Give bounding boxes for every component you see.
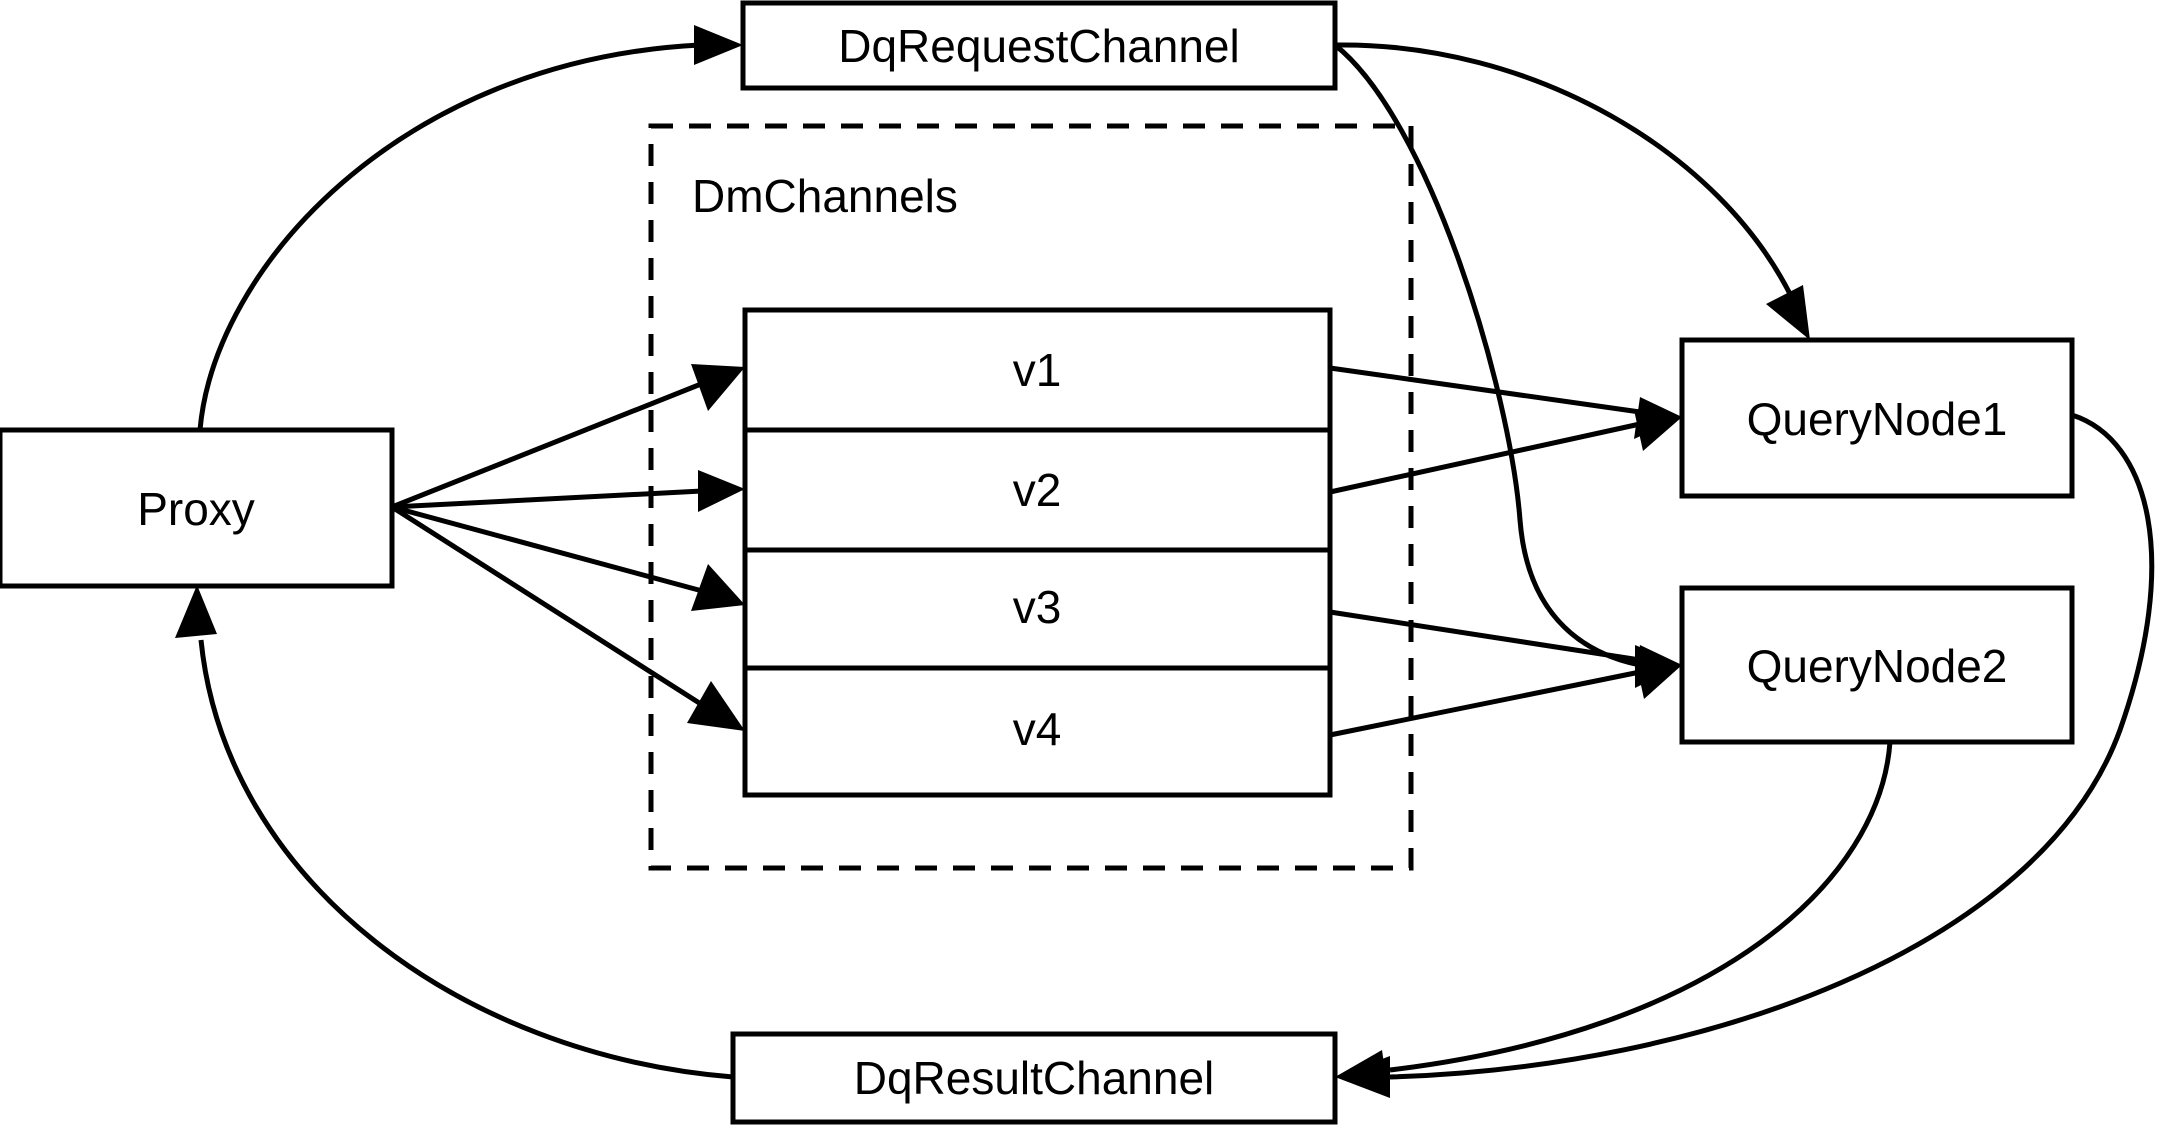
node-query-node-2[interactable]: QueryNode2 — [1679, 585, 2075, 745]
arrow-head-icon — [698, 470, 745, 512]
node-dq-result-channel[interactable]: DqResultChannel — [730, 1031, 1338, 1125]
arrow-head-icon — [175, 585, 217, 638]
edge-proxy-to-dq-request — [197, 25, 743, 431]
arrow-head-icon — [687, 681, 745, 731]
arrow-head-icon — [694, 25, 743, 65]
node-proxy-box[interactable] — [0, 427, 395, 589]
channel-slot-v3[interactable]: v3 — [1013, 581, 1062, 633]
dm-channel-stack: v1 v2 v3 v4 — [742, 307, 1333, 798]
node-query-node-2-label: QueryNode2 — [1747, 640, 2008, 692]
node-dq-request-channel-label: DqRequestChannel — [838, 20, 1240, 72]
node-query-node-1[interactable]: QueryNode1 — [1679, 337, 2075, 499]
node-query-node-2-box[interactable] — [1679, 585, 2075, 745]
channel-slot-v2[interactable]: v2 — [1013, 464, 1062, 516]
channel-slot-v1[interactable]: v1 — [1013, 344, 1062, 396]
node-dq-result-channel-label: DqResultChannel — [854, 1052, 1215, 1104]
edge-query-node-1-to-dq-result — [1335, 412, 2155, 1098]
edge-query-node-2-to-dq-result — [1335, 741, 1893, 1092]
node-proxy[interactable]: Proxy — [0, 427, 395, 589]
dm-channels-group-border — [648, 123, 1414, 871]
node-dq-result-channel-box[interactable] — [730, 1031, 1338, 1125]
edge-proxy-to-v3 — [391, 504, 745, 611]
edge-dq-request-to-query-node-1 — [1334, 42, 1810, 340]
edge-proxy-to-v2 — [391, 470, 745, 512]
dm-channels-group-label: DmChannels — [692, 170, 958, 222]
edge-v4-to-query-node-2 — [1329, 657, 1682, 738]
edge-proxy-to-v4 — [390, 504, 745, 731]
edge-dq-request-to-query-node-2 — [1333, 43, 1682, 688]
arrow-head-icon — [1635, 657, 1682, 699]
node-dq-request-channel-box[interactable] — [740, 0, 1338, 91]
arrow-head-icon — [1335, 1050, 1388, 1092]
edge-proxy-to-v1 — [391, 364, 745, 510]
edge-v2-to-query-node-1 — [1329, 410, 1682, 495]
arrow-head-icon — [1766, 285, 1810, 340]
node-query-node-1-label: QueryNode1 — [1747, 393, 2008, 445]
node-query-node-1-box[interactable] — [1679, 337, 2075, 499]
arrow-head-icon — [1634, 410, 1682, 451]
arrow-head-icon — [691, 564, 745, 611]
edge-dq-result-to-proxy — [175, 585, 734, 1080]
node-dq-request-channel[interactable]: DqRequestChannel — [740, 0, 1338, 91]
channel-slot-v4[interactable]: v4 — [1013, 703, 1062, 755]
dm-channels-group: DmChannels — [648, 123, 1414, 871]
arrow-head-icon — [691, 364, 745, 411]
node-proxy-label: Proxy — [137, 483, 255, 535]
